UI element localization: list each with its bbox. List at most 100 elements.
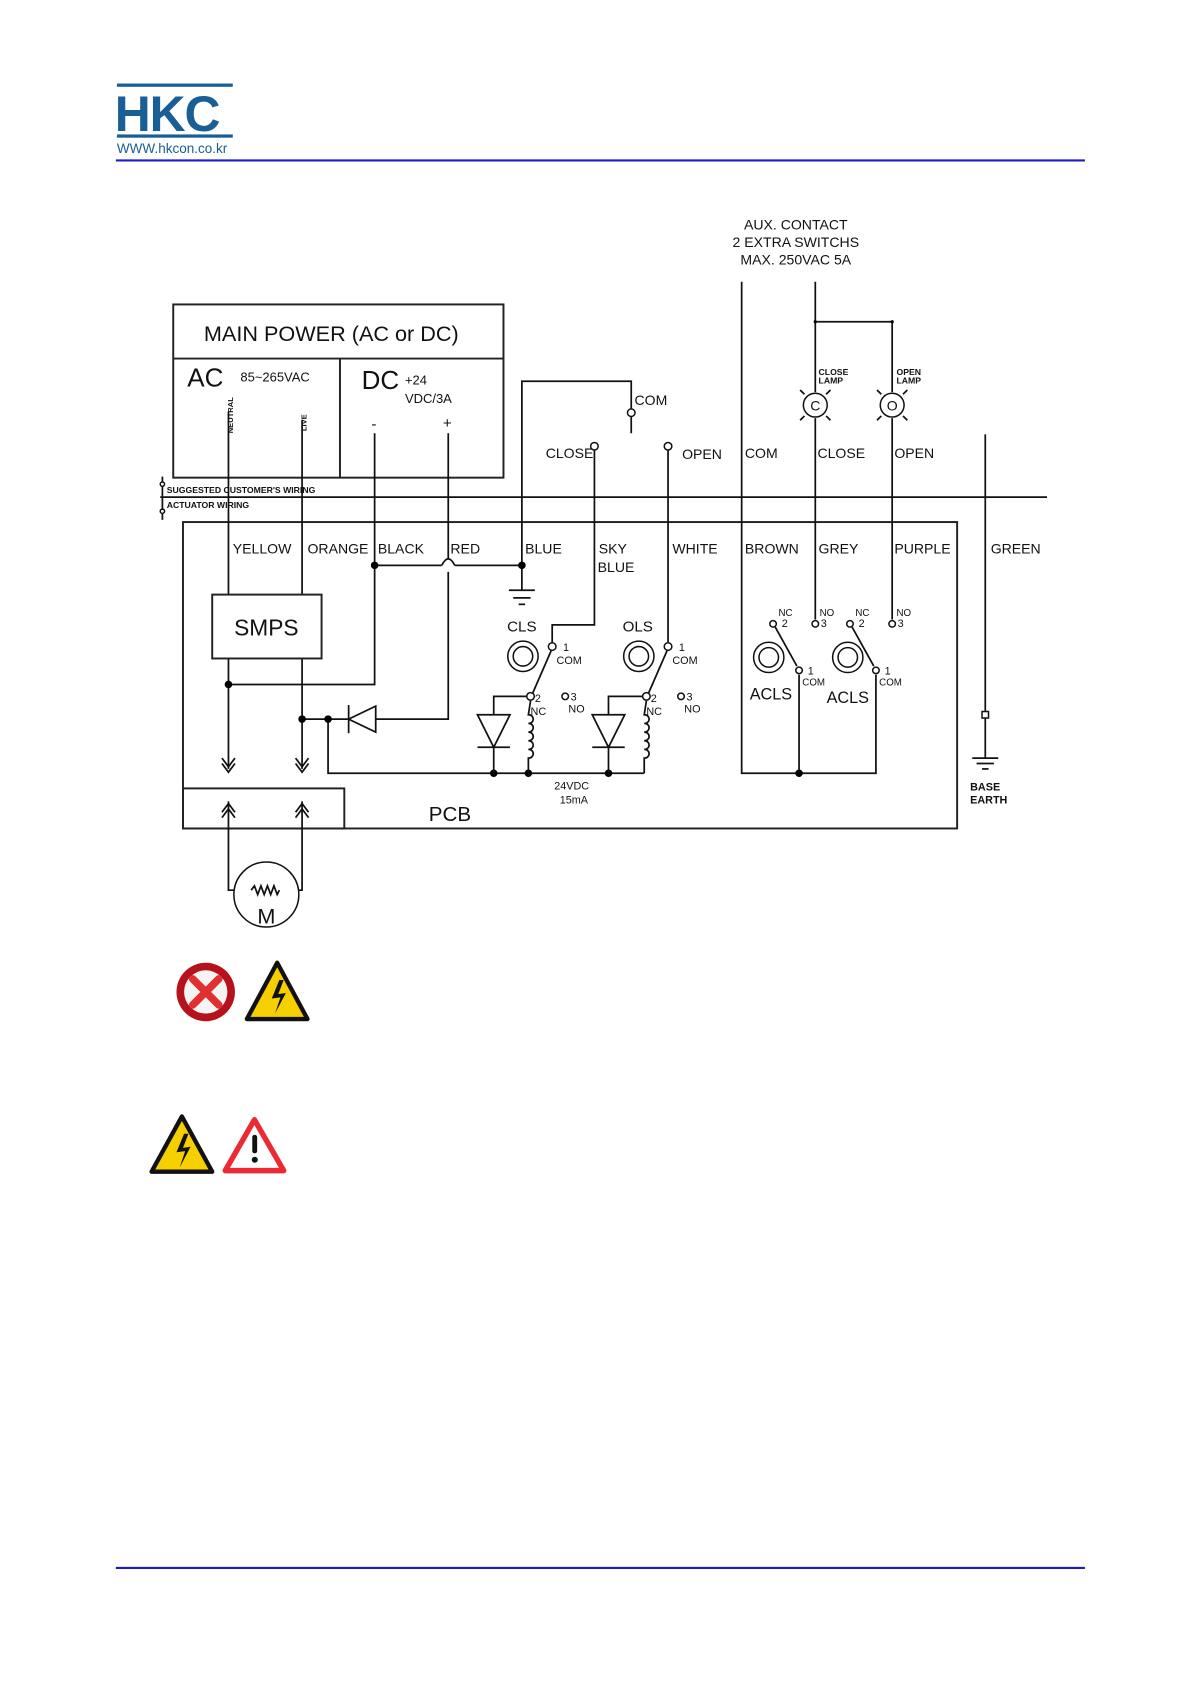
smps-box: SMPS (211, 593, 323, 660)
svg-text:WHITE: WHITE (672, 540, 717, 556)
svg-text:24VDC: 24VDC (554, 780, 589, 792)
aux-contact-note: AUX. CONTACT 2 EXTRA SWITCHS MAX. 250VAC… (733, 217, 860, 268)
hkc-logo: HKC WWW.hkcon.co.kr (115, 83, 233, 156)
svg-text:2 EXTRA SWITCHS: 2 EXTRA SWITCHS (733, 234, 860, 250)
motor-icon: M (233, 861, 300, 929)
svg-text:ACLS: ACLS (827, 689, 870, 707)
svg-text:1: 1 (563, 642, 569, 654)
acls-switch-2: NC 2 1 COM NO 3 ACLS (827, 608, 912, 707)
terminal-labels: COM CLOSE OPEN COM CLOSE OPEN (546, 392, 934, 462)
svg-text:COM: COM (802, 678, 825, 689)
svg-text:1: 1 (808, 666, 814, 678)
svg-text:C: C (810, 398, 820, 414)
svg-text:PURPLE: PURPLE (894, 540, 950, 556)
svg-text:CLS: CLS (507, 618, 536, 635)
svg-text:NC: NC (531, 706, 547, 718)
svg-text:2: 2 (859, 618, 865, 630)
wires (227, 281, 999, 892)
svg-text:PCB: PCB (429, 803, 471, 826)
svg-text:YELLOW: YELLOW (233, 540, 292, 556)
svg-text:BASE: BASE (970, 782, 1000, 794)
svg-text:2: 2 (782, 618, 788, 630)
svg-text:2: 2 (651, 693, 657, 705)
logo-url: WWW.hkcon.co.kr (117, 141, 228, 156)
acls-switch-1: NC 2 1 COM NO 3 ACLS (750, 608, 835, 703)
svg-text:AUX. CONTACT: AUX. CONTACT (744, 217, 848, 233)
diode-icon (346, 704, 377, 734)
svg-text:SUGGESTED CUSTOMER'S WIRING: SUGGESTED CUSTOMER'S WIRING (167, 485, 316, 495)
svg-text:+24: +24 (405, 373, 427, 388)
svg-text:MAX. 250VAC 5A: MAX. 250VAC 5A (740, 251, 851, 267)
svg-text:O: O (887, 398, 898, 414)
junction-dots (224, 320, 894, 778)
svg-text:2: 2 (535, 693, 541, 705)
svg-text:DC: DC (362, 365, 400, 395)
high-voltage-icon (149, 1114, 215, 1174)
pcb-box: PCB (182, 521, 959, 830)
svg-text:SMPS: SMPS (234, 615, 298, 641)
wiring-boundary: SUGGESTED CUSTOMER'S WIRING ACTUATOR WIR… (159, 476, 1047, 520)
svg-text:BLUE: BLUE (525, 540, 562, 556)
svg-text:RED: RED (450, 540, 480, 556)
svg-text:ORANGE: ORANGE (307, 540, 368, 556)
svg-text:COM: COM (672, 655, 697, 667)
svg-text:85~265VAC: 85~265VAC (240, 369, 309, 384)
svg-text:COM: COM (745, 445, 778, 461)
svg-text:BROWN: BROWN (745, 540, 799, 556)
svg-text:GREY: GREY (819, 540, 859, 556)
wire-labels: YELLOW ORANGE BLACK RED BLUE SKY BLUE WH… (233, 540, 1041, 574)
ols-limit-switch: OLS 1 COM 2 NC 3 NO (590, 618, 701, 774)
main-power-title: MAIN POWER (AC or DC) (204, 321, 459, 346)
logo-text: HKC (115, 86, 220, 142)
svg-text:1: 1 (679, 642, 685, 654)
svg-text:NC: NC (855, 608, 869, 619)
svg-text:NO: NO (820, 608, 835, 619)
svg-text:OPEN: OPEN (896, 367, 921, 377)
svg-text:1: 1 (885, 666, 891, 678)
svg-text:AC: AC (187, 363, 223, 393)
svg-text:OPEN: OPEN (682, 446, 722, 462)
svg-text:OLS: OLS (623, 618, 653, 635)
svg-text:OPEN: OPEN (894, 445, 934, 461)
svg-text:SKY: SKY (599, 540, 628, 556)
base-earth-label: BASE EARTH (970, 782, 1007, 807)
high-voltage-icon (244, 960, 310, 1022)
svg-text:LAMP: LAMP (896, 375, 921, 385)
svg-text:VDC/3A: VDC/3A (405, 391, 452, 406)
cls-limit-switch: CLS 1 COM 2 NC 3 NO (476, 618, 585, 774)
svg-text:GREEN: GREEN (991, 540, 1041, 556)
svg-text:3: 3 (686, 692, 692, 704)
svg-text:NC: NC (646, 706, 662, 718)
svg-text:CLOSE: CLOSE (546, 445, 594, 461)
svg-text:CLOSE: CLOSE (817, 445, 865, 461)
svg-text:NEUTRAL: NEUTRAL (226, 397, 235, 434)
svg-text:NC: NC (778, 608, 792, 619)
prohibited-icon (176, 962, 235, 1022)
connector-arrows (221, 757, 310, 819)
svg-text:3: 3 (898, 618, 904, 630)
svg-text:NO: NO (684, 704, 700, 716)
svg-text:BLUE: BLUE (598, 559, 635, 575)
svg-text:LAMP: LAMP (819, 375, 844, 385)
main-power-box: MAIN POWER (AC or DC) AC 85~265VAC NEUTR… (172, 303, 505, 479)
svg-text:NO: NO (896, 608, 911, 619)
coil-rating: 24VDC 15mA (554, 780, 589, 806)
close-lamp-icon: C CLOSE LAMP (799, 367, 849, 421)
svg-text:BLACK: BLACK (378, 540, 425, 556)
svg-text:-: - (371, 416, 376, 433)
svg-text:NO: NO (568, 704, 584, 716)
svg-text:M: M (257, 904, 275, 929)
svg-text:ACLS: ACLS (750, 686, 793, 704)
open-lamp-icon: O OPEN LAMP (876, 367, 921, 421)
svg-text:LIVE: LIVE (299, 414, 308, 431)
svg-text:3: 3 (821, 618, 827, 630)
svg-text:15mA: 15mA (560, 795, 589, 807)
svg-text:COM: COM (879, 678, 902, 689)
warning-icon (222, 1117, 287, 1174)
svg-text:CLOSE: CLOSE (819, 367, 849, 377)
svg-text:+: + (443, 415, 452, 432)
svg-text:COM: COM (557, 655, 582, 667)
svg-text:EARTH: EARTH (970, 795, 1007, 807)
svg-text:COM: COM (634, 392, 667, 408)
